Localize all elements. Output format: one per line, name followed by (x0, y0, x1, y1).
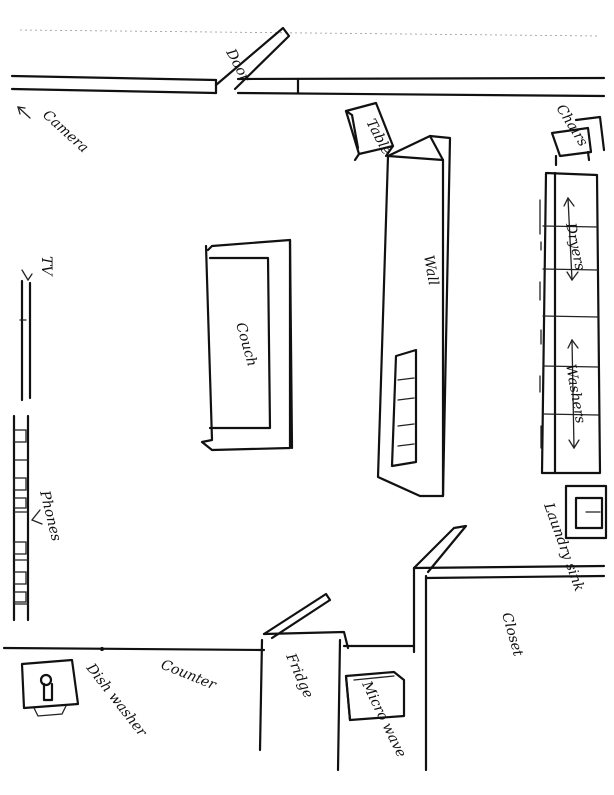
chairs (550, 115, 606, 167)
center-wall (376, 134, 452, 498)
laundry-sink (564, 484, 608, 540)
washer-dryer-bank (539, 171, 602, 475)
label-wall: Wall (420, 254, 441, 287)
phones-bank (12, 414, 43, 622)
kitchen-sink (20, 658, 80, 717)
label-washers: Washers (562, 363, 588, 425)
label-dish-washer: Dish washer (82, 660, 150, 741)
label-closet: Closet (498, 611, 526, 659)
counter-wall (2, 644, 416, 652)
top-wall (10, 74, 606, 98)
microwave (344, 670, 406, 722)
door-swing (214, 26, 291, 91)
label-laundry-sink: Laundry sink (540, 500, 587, 594)
top-border (19, 29, 601, 37)
label-phones: Phones (36, 488, 64, 543)
fridge (258, 592, 350, 772)
camera-arrow-icon (17, 106, 31, 119)
label-dryers: Dryers (562, 221, 588, 272)
table (344, 101, 395, 162)
label-fridge: Fridge (282, 650, 316, 700)
tv (19, 269, 33, 402)
label-chairs: Chairs (553, 102, 591, 150)
label-couch: Couch (232, 321, 260, 369)
label-counter: Counter (159, 657, 220, 694)
couch (200, 238, 294, 452)
label-tv: TV (38, 256, 54, 277)
label-camera: Camera (39, 107, 91, 156)
closet-walls (412, 524, 606, 772)
